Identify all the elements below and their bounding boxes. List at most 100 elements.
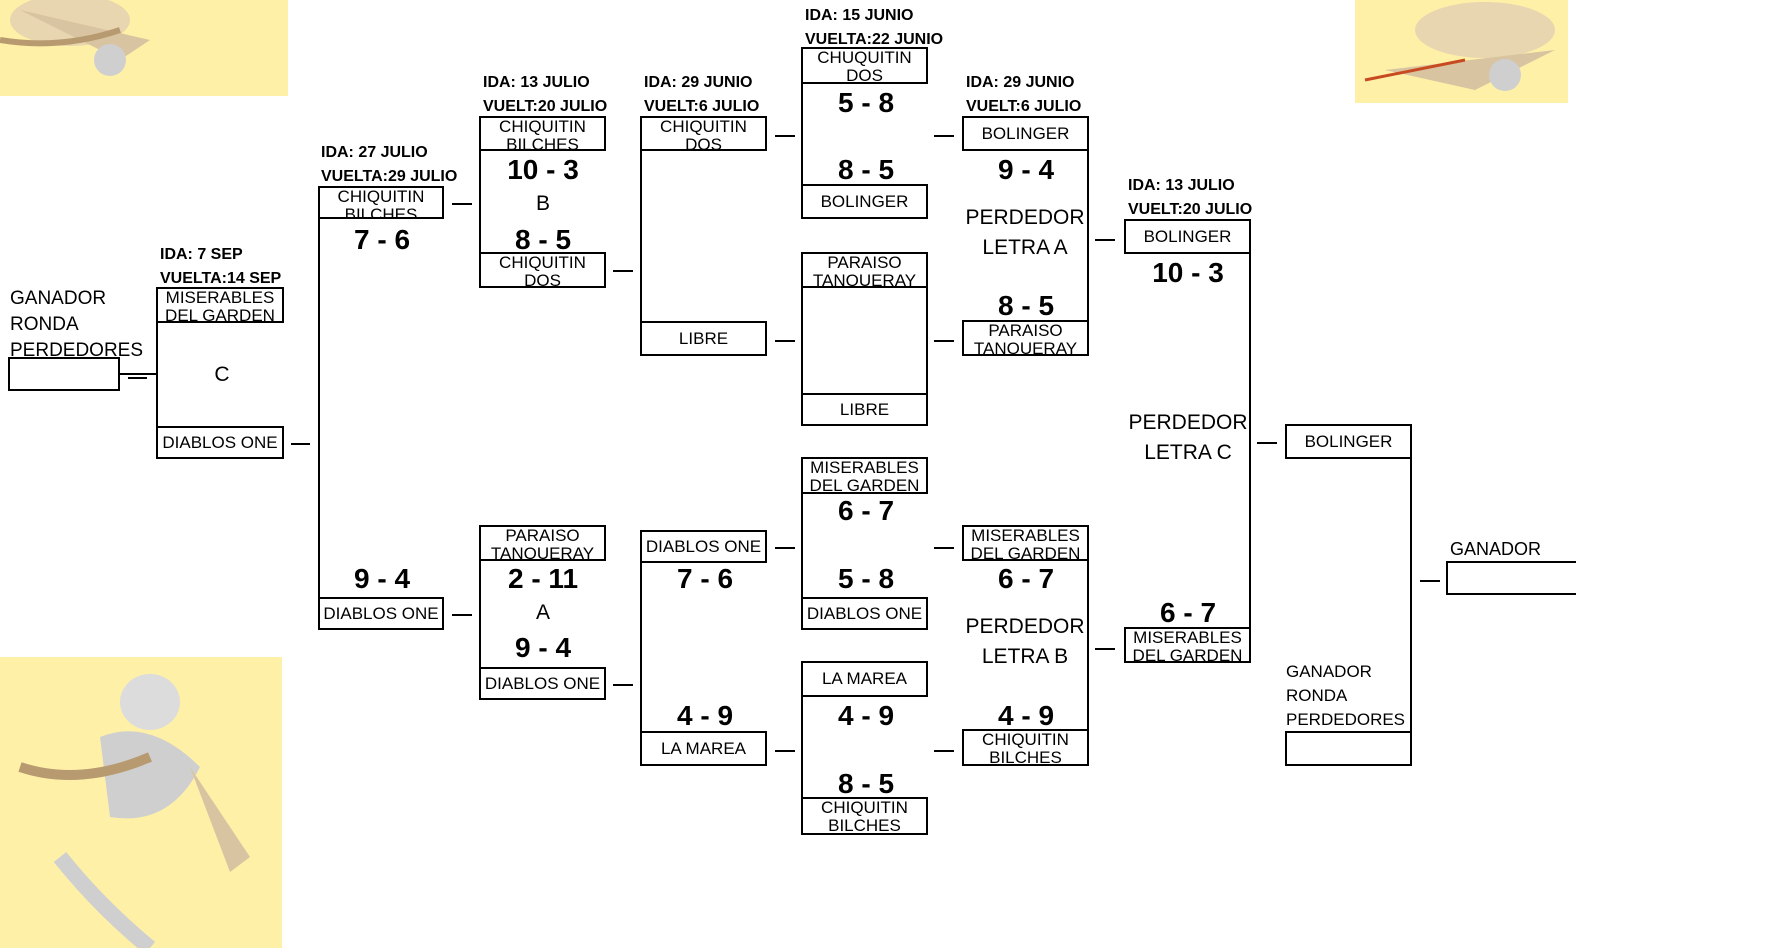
team-box-diablos-one[interactable]: DIABLOS ONE bbox=[156, 426, 284, 459]
ganador-ronda-perdedores-field-right[interactable] bbox=[1285, 731, 1412, 766]
connector bbox=[934, 547, 954, 549]
score: 6 - 7 bbox=[1159, 597, 1217, 628]
team-box-la-marea[interactable]: LA MAREA bbox=[801, 661, 928, 697]
connector bbox=[775, 135, 795, 137]
bracket-line bbox=[640, 530, 642, 766]
connector bbox=[1095, 239, 1115, 241]
connector bbox=[934, 135, 954, 137]
connector bbox=[613, 684, 633, 686]
connector bbox=[1095, 648, 1115, 650]
score: 10 - 3 bbox=[1152, 257, 1224, 288]
bracket-line bbox=[479, 525, 481, 699]
score: 7 - 6 bbox=[676, 563, 734, 594]
dart-figure-icon bbox=[1364, 2, 1555, 91]
connector bbox=[613, 270, 633, 272]
team-box-bolinger[interactable]: BOLINGER bbox=[801, 184, 928, 219]
connector bbox=[775, 750, 795, 752]
team-box-diablos-one[interactable]: DIABLOS ONE bbox=[479, 667, 606, 700]
team-box-libre[interactable]: LIBRE bbox=[801, 393, 928, 426]
connector bbox=[1420, 580, 1440, 582]
score: 8 - 5 bbox=[837, 154, 895, 185]
score: 6 - 7 bbox=[837, 495, 895, 526]
bracket-line bbox=[801, 47, 803, 219]
bracket-line bbox=[1087, 525, 1089, 766]
score: 8 - 5 bbox=[837, 768, 895, 799]
team-box-libre[interactable]: LIBRE bbox=[640, 321, 767, 356]
team-box-diablos-one[interactable]: DIABLOS ONE bbox=[318, 597, 444, 630]
ganador-ronda-perdedores-field-left[interactable] bbox=[8, 357, 120, 391]
connector bbox=[291, 443, 310, 445]
connector bbox=[775, 547, 795, 549]
bracket-line bbox=[926, 252, 928, 426]
decorative-image-top-left bbox=[0, 0, 288, 96]
score: 9 - 4 bbox=[997, 154, 1055, 185]
score: 9 - 4 bbox=[353, 563, 411, 594]
score: 4 - 9 bbox=[676, 700, 734, 731]
bracket-line bbox=[1087, 116, 1089, 356]
ganador-ronda-perdedores-label-left: GANADOR RONDA PERDEDORES bbox=[10, 288, 144, 361]
ganador-ronda-perdedores-label-right: GANADOR RONDA PERDEDORES bbox=[1286, 662, 1406, 729]
connector bbox=[934, 750, 954, 752]
team-box-la-marea[interactable]: LA MAREA bbox=[640, 731, 767, 766]
score: 8 - 5 bbox=[514, 224, 572, 255]
dart-figure-icon bbox=[18, 674, 250, 948]
team-box-bolinger[interactable]: BOLINGER bbox=[1285, 424, 1412, 459]
decorative-image-top-right bbox=[1355, 0, 1568, 103]
score: 6 - 7 bbox=[997, 563, 1055, 594]
score: 4 - 9 bbox=[997, 700, 1055, 731]
bracket-line bbox=[156, 287, 158, 459]
bracket-line bbox=[801, 457, 803, 630]
ganador-field[interactable] bbox=[1446, 561, 1576, 595]
bracket-line bbox=[640, 116, 642, 356]
score: 10 - 3 bbox=[507, 154, 579, 185]
score: 5 - 8 bbox=[837, 563, 895, 594]
score: 5 - 8 bbox=[837, 87, 895, 118]
bracket-line bbox=[1410, 424, 1412, 766]
group-letter-c: C bbox=[214, 363, 230, 386]
connector bbox=[128, 377, 147, 379]
team-box-diablos-one[interactable]: DIABLOS ONE bbox=[801, 597, 928, 630]
ganador-label: GANADOR bbox=[1450, 539, 1542, 559]
score: 7 - 6 bbox=[353, 224, 411, 255]
bracket-line bbox=[801, 661, 803, 835]
score: 4 - 9 bbox=[837, 700, 895, 731]
bracket-line bbox=[801, 252, 803, 426]
bracket-line bbox=[318, 186, 320, 628]
connector bbox=[452, 614, 472, 616]
dart-figure-icon bbox=[0, 0, 150, 76]
bracket-line bbox=[1249, 219, 1251, 663]
team-box-diablos-one[interactable]: DIABLOS ONE bbox=[640, 530, 767, 563]
score: 2 - 11 bbox=[507, 563, 579, 594]
connector bbox=[775, 340, 795, 342]
score: 9 - 4 bbox=[514, 632, 572, 663]
connector bbox=[934, 340, 954, 342]
team-box-bolinger[interactable]: BOLINGER bbox=[1124, 219, 1251, 254]
team-box-bolinger[interactable]: BOLINGER bbox=[962, 116, 1089, 151]
group-letter-b: B bbox=[535, 192, 550, 215]
connector bbox=[1257, 442, 1277, 444]
